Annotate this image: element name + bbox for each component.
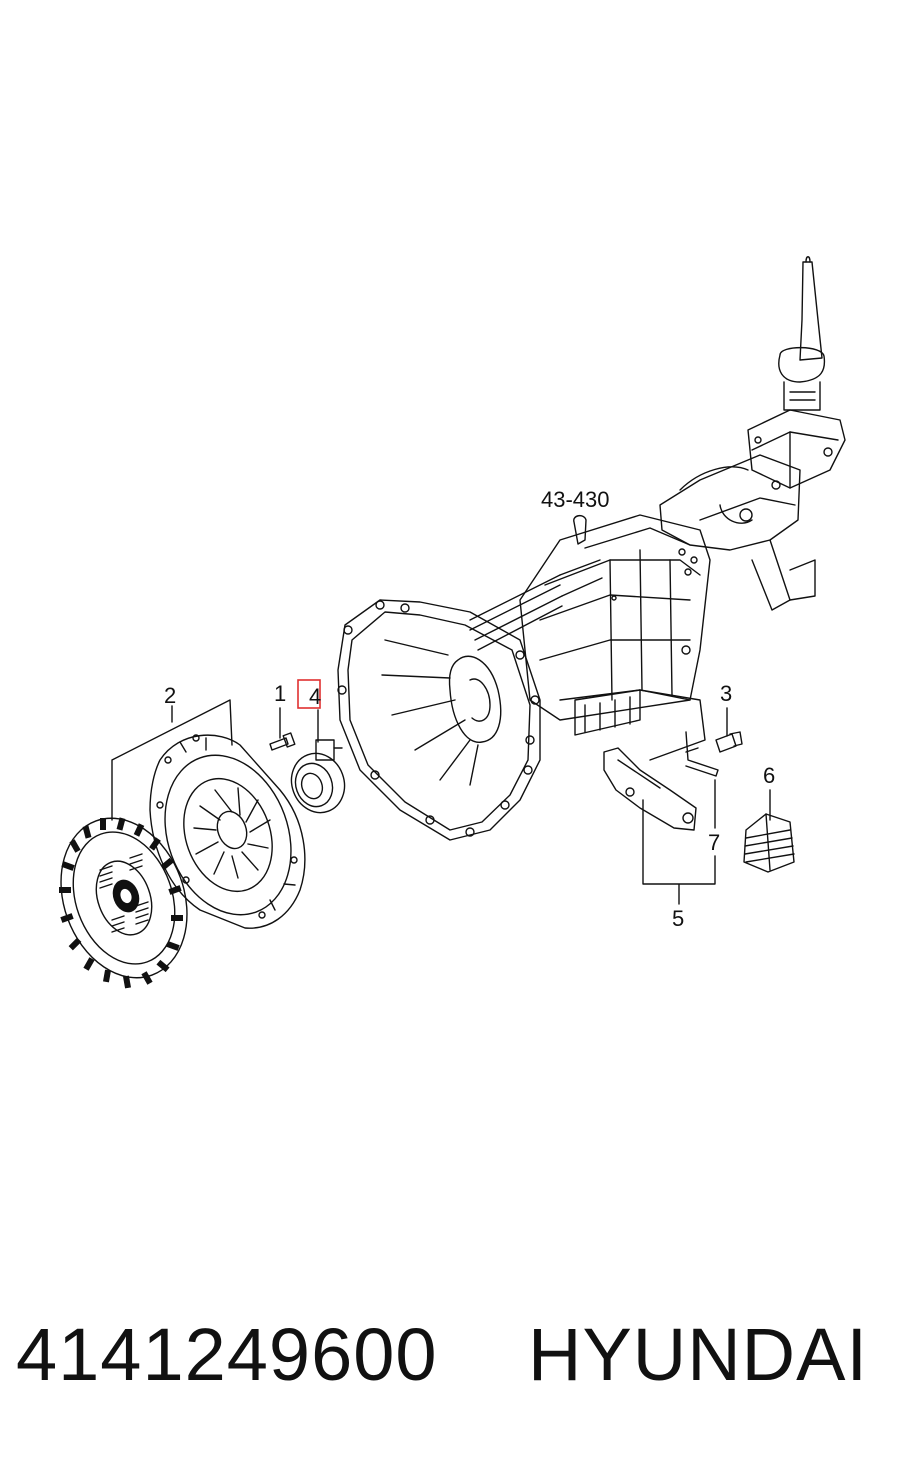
callout-1: 1	[274, 681, 286, 706]
bolt	[269, 732, 296, 751]
callout-7: 7	[708, 830, 720, 855]
fitting	[715, 731, 743, 753]
callout-ref-43-430: 43-430	[541, 487, 610, 512]
spring-clip	[685, 731, 719, 777]
callout-5: 5	[672, 906, 684, 931]
release-bearing	[290, 739, 346, 814]
callout-6: 6	[763, 763, 775, 788]
rubber-boot	[743, 813, 795, 873]
leader-lines	[111, 699, 771, 905]
part-number: 4141249600	[16, 1313, 438, 1396]
callout-3: 3	[720, 681, 732, 706]
pressure-plate	[149, 734, 306, 929]
callout-2: 2	[164, 683, 176, 708]
transmission-housing	[337, 256, 846, 841]
clutch-disc	[59, 817, 188, 989]
highlight-box	[297, 679, 321, 709]
release-fork	[603, 747, 697, 831]
brand-name: HYUNDAI	[528, 1313, 869, 1396]
callout-4: 4	[309, 684, 321, 709]
